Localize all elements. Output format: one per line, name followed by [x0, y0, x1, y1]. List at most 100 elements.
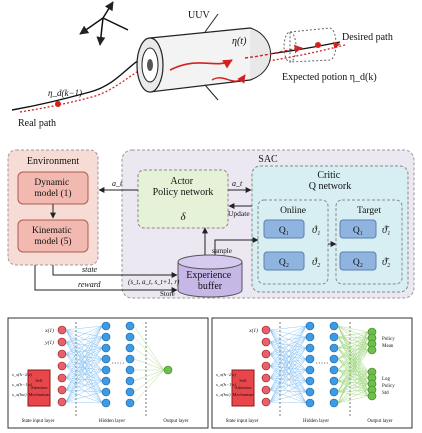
right-net-edge	[337, 347, 369, 373]
online-theta2: ϑ₂	[312, 257, 321, 268]
left-net-edge	[65, 347, 103, 391]
left-net-edge	[65, 341, 103, 393]
left-net-hidden-node	[101, 321, 111, 331]
left-net-input-node	[57, 385, 67, 395]
left-net-edge	[65, 325, 103, 379]
environment-block: Environment Dynamic model (1) Kinematic …	[7, 149, 99, 266]
left-net-caption-input: State input layer	[22, 419, 55, 424]
left-net-hidden-node	[125, 365, 135, 375]
left-net-input-node	[57, 325, 67, 335]
right-net-edge	[337, 336, 369, 385]
right-net-input-label: s_x(hw)	[216, 392, 231, 397]
actor-title-line2: Policy network	[153, 187, 214, 198]
tuple-label: (s_t, a_t, s_t+1, r)	[128, 278, 180, 286]
right-net-edge	[337, 325, 369, 397]
left-net-edge	[65, 336, 103, 379]
dynamic-model-line1: Dynamic	[34, 178, 69, 188]
waypoint-marker	[55, 101, 61, 107]
left-net-edge	[65, 365, 103, 404]
right-net-input-node	[261, 325, 271, 335]
online-q1-label: Q₁	[279, 226, 289, 236]
actor-title: Actor Policy network	[153, 176, 214, 198]
right-net-edge	[337, 336, 369, 379]
right-net-edge	[337, 377, 369, 382]
sac-block: SAC Actor Policy network δ Critic Q netw…	[121, 149, 415, 299]
right-net-edge	[269, 358, 307, 403]
right-net-edge	[269, 365, 307, 371]
right-net-output-label: Log	[382, 377, 391, 382]
right-net-input-label: x(1)	[248, 327, 258, 334]
left-net-edge	[133, 325, 165, 371]
buffer-label-line2: buffer	[198, 281, 223, 292]
left-net-edge	[65, 329, 103, 404]
right-net-edge	[269, 377, 307, 393]
right-net-edge	[269, 353, 307, 371]
right-net-edge	[337, 337, 369, 404]
right-net-edge	[337, 331, 369, 360]
right-net-edge	[337, 343, 369, 349]
left-net-input-node	[57, 349, 67, 359]
left-net-edge	[65, 389, 103, 404]
right-net-edge	[337, 336, 369, 351]
right-net-edge	[269, 353, 307, 404]
left-net-hidden-node	[125, 332, 135, 342]
left-net-edge	[133, 358, 165, 371]
right-net-edge	[269, 329, 307, 382]
uuv-scene: UUV η(t) η_d(k−1) Desired path Expected …	[11, 1, 393, 129]
right-net-edge	[337, 343, 369, 404]
left-net-input-label: x(1)	[44, 327, 54, 334]
right-net-edge	[337, 369, 369, 379]
right-net-edge	[337, 331, 369, 349]
right-net-hidden-node	[305, 398, 315, 408]
left-net-edge	[65, 336, 103, 355]
right-net-edge	[337, 380, 369, 397]
left-net-edge	[65, 353, 103, 371]
left-net-hidden-node	[125, 376, 135, 386]
left-net-attention-label: Self	[35, 378, 43, 383]
left-net-edge	[65, 325, 103, 403]
right-net-attention-label: Self	[239, 378, 247, 383]
right-net-edge	[337, 325, 369, 373]
right-net-input-label: s_x(h−2w)	[216, 372, 236, 377]
right-net-edge	[269, 365, 307, 382]
right-net-edge	[337, 358, 369, 397]
right-net-edge	[337, 371, 369, 382]
right-net-edge	[337, 336, 369, 397]
target-q1-label: Q₁	[353, 226, 363, 236]
target-theta2: ϑ̄₂	[382, 257, 391, 268]
right-net-edge	[269, 325, 307, 391]
right-net-edge	[337, 343, 369, 382]
left-net-input-label: s_x(h−1w)	[12, 382, 32, 387]
right-net-edge	[269, 353, 307, 382]
left-net-input-label: y(1)	[44, 339, 54, 346]
right-net-hidden-node	[305, 321, 315, 331]
right-net-edge	[269, 341, 307, 371]
right-net-edge	[269, 325, 307, 367]
right-net-edge	[337, 377, 369, 393]
left-net-edge	[65, 353, 103, 360]
expected-position-label: Expected potion η_d(k)	[282, 72, 377, 83]
critic-title-line1: Critic	[317, 170, 340, 181]
uuv-icon	[136, 13, 272, 101]
left-net-edge	[65, 401, 103, 404]
kinematic-model-box	[17, 219, 89, 253]
right-net-hidden-node	[329, 365, 339, 375]
left-net-edge	[65, 347, 103, 379]
right-net-caption-input: State input layer	[226, 419, 259, 424]
left-net-input-node	[57, 361, 67, 371]
left-net-edge	[65, 380, 103, 403]
right-net-edge	[337, 380, 369, 385]
left-net-edge	[65, 329, 103, 382]
left-net-edge	[65, 341, 103, 360]
right-net-edge	[269, 380, 307, 391]
online-title: Online	[280, 206, 306, 216]
right-net-edge	[269, 336, 307, 343]
right-net-edge	[337, 358, 369, 373]
right-net-edge	[269, 329, 307, 349]
left-net-edge	[65, 347, 103, 403]
state-label: state	[82, 265, 98, 274]
left-net-edge	[65, 369, 103, 379]
right-net-edge	[337, 337, 369, 360]
right-net-edge	[269, 347, 307, 379]
